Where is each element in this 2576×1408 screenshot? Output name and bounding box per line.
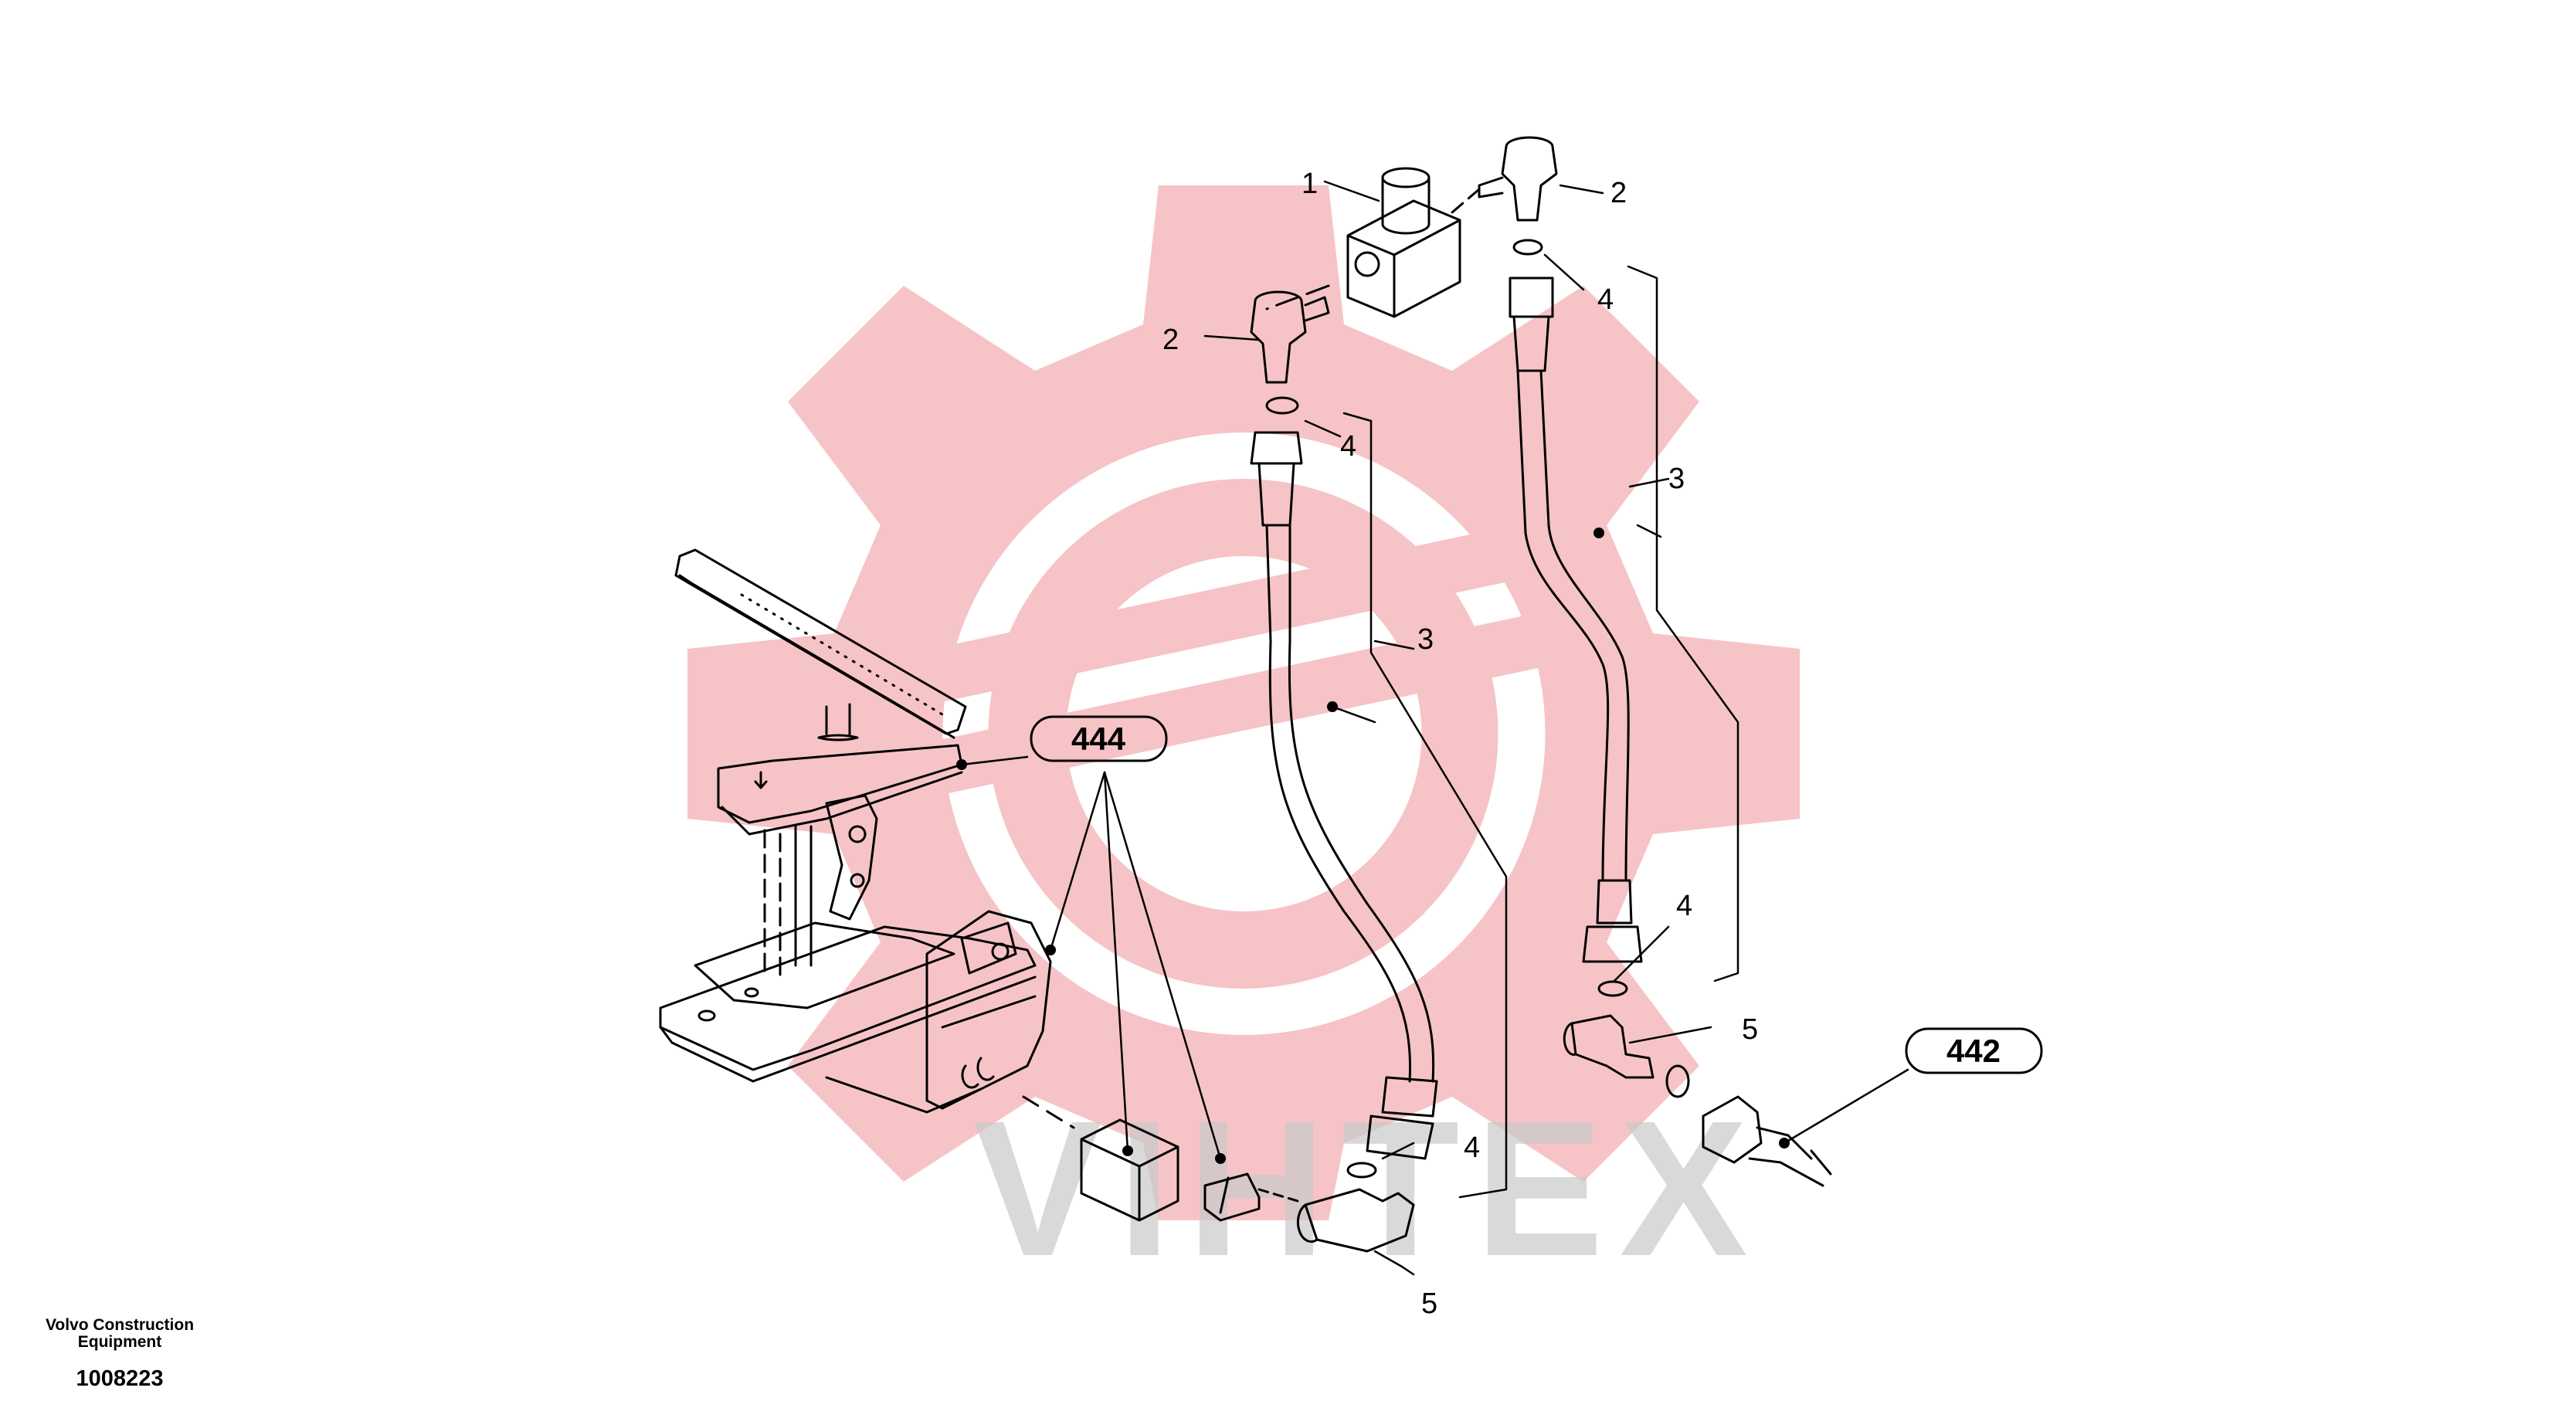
nut-4a — [1250, 431, 1303, 527]
left-hose-line — [1022, 167, 1461, 1253]
elbow-fitting-2b — [1478, 136, 1558, 222]
oring-4b — [1512, 239, 1543, 256]
leader-dots — [956, 528, 1790, 1164]
foot-pedal-assembly — [659, 548, 1052, 1114]
oring-4d — [1597, 980, 1628, 997]
callout-4a: 4 — [1340, 430, 1356, 463]
adapter-union — [1203, 1172, 1261, 1222]
hose-right-end — [1582, 879, 1643, 963]
callout-3b: 3 — [1668, 463, 1685, 495]
callout-5b: 5 — [1742, 1013, 1758, 1046]
drawing-number: 1008223 — [76, 1366, 164, 1391]
bracket-right — [1627, 265, 1739, 982]
ref-444-pill[interactable] — [1030, 715, 1168, 762]
watermark-text: VIHTEX — [973, 1081, 1763, 1296]
callout-2b: 2 — [1610, 177, 1627, 209]
linework — [659, 136, 2043, 1276]
reference-labels: 444 442 — [1071, 721, 2001, 1069]
tee-fitting-5a — [1296, 1188, 1415, 1253]
valve-block — [925, 910, 1052, 1110]
callout-1: 1 — [1302, 168, 1318, 200]
hose-442 — [1702, 1095, 1832, 1187]
callout-4d: 4 — [1676, 890, 1692, 922]
brand-line-1: Volvo Construction — [45, 1316, 195, 1334]
pedal-arm — [825, 794, 878, 921]
hose-left — [1265, 524, 1435, 1083]
callout-4c: 4 — [1464, 1131, 1480, 1164]
callout-3a: 3 — [1417, 623, 1434, 656]
brand-line-2: Equipment — [77, 1333, 162, 1351]
brand-name: Volvo Construction Equipment — [23, 1317, 216, 1351]
callout-2a: 2 — [1162, 324, 1179, 356]
adapter-block-1 — [1346, 199, 1461, 318]
callout-5a: 5 — [1421, 1288, 1437, 1320]
bracket-left — [1342, 412, 1508, 1199]
leader-lines — [960, 180, 1909, 1276]
callout-labels: 1 2 2 4 4 3 3 4 5 4 5 — [1162, 168, 1758, 1320]
right-hose-line — [1451, 136, 1832, 1187]
pedal-stem — [817, 703, 859, 741]
ref-442[interactable]: 442 — [1946, 1033, 2001, 1069]
hose-right — [1516, 369, 1630, 882]
pedal-plate — [674, 548, 967, 735]
nut-4b — [1509, 277, 1554, 372]
oring-loose — [1665, 1064, 1690, 1098]
ref-442-pill[interactable] — [1905, 1027, 2043, 1074]
watermark-stripe-2 — [776, 601, 1604, 828]
oring-4a — [1265, 396, 1299, 415]
watermark — [687, 185, 1800, 1220]
oring-4c — [1346, 1162, 1377, 1179]
adapter-block-left — [1080, 1118, 1179, 1222]
watermark-stripe-1 — [776, 508, 1604, 735]
ref-444[interactable]: 444 — [1071, 721, 1126, 757]
hose-left-end — [1366, 1076, 1438, 1160]
title-block: Volvo Construction Equipment 1008223 — [23, 1317, 216, 1392]
callout-4b: 4 — [1597, 283, 1614, 316]
elbow-fitting-2a — [1250, 290, 1330, 384]
restrictor-1 — [1381, 167, 1431, 235]
pedal-base — [659, 925, 1037, 1071]
tee-fitting-5b — [1563, 1014, 1655, 1079]
